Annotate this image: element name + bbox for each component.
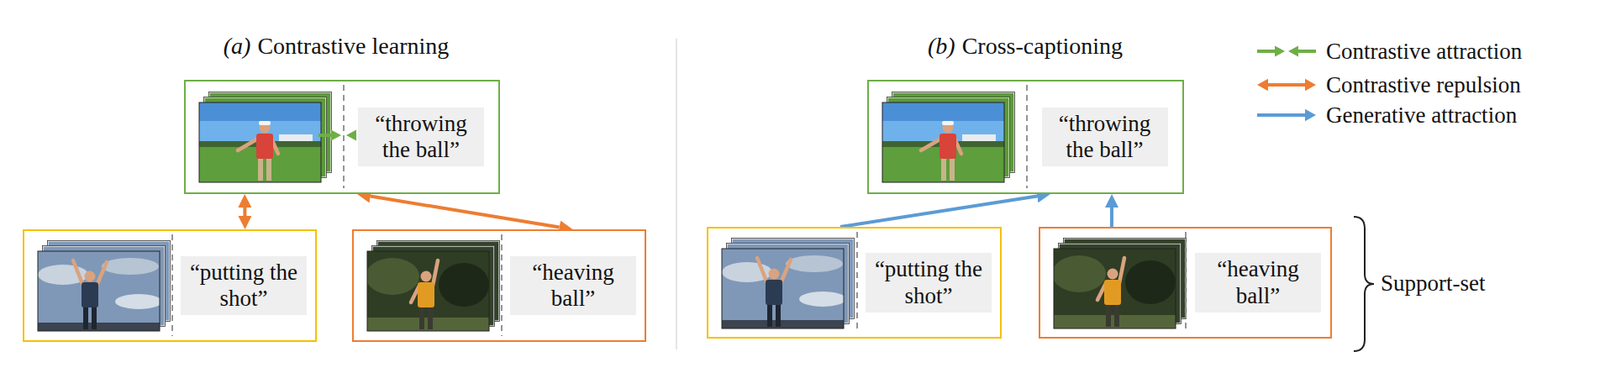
caption-area: “throwing the ball” (343, 81, 499, 193)
legend-text: Contrastive repulsion (1326, 71, 1522, 99)
caption-text: “putting the shot” (865, 252, 992, 312)
divider-line (1026, 84, 1028, 189)
caption-area: “throwing the ball” (1026, 81, 1183, 193)
contrastive-repulsion-arrow (242, 207, 247, 216)
legend-sample (1255, 75, 1318, 95)
divider-line (171, 234, 174, 337)
generative-attraction-arrow (840, 195, 1037, 227)
caption-area: “putting the shot” (857, 228, 1000, 337)
generative-attraction-arrow (1110, 207, 1114, 227)
video-caption-pair: “putting the shot” (22, 229, 317, 343)
video-frames (1052, 238, 1187, 330)
panel-title: (a)Contrastive learning (117, 31, 555, 61)
legend-text: Contrastive attraction (1326, 37, 1522, 65)
arrow-head (1305, 109, 1316, 122)
group-label: Support-set (1380, 269, 1486, 297)
video-caption-pair: “putting the shot” (706, 226, 1002, 339)
video-frames (365, 241, 500, 332)
caption-area: “putting the shot” (172, 231, 316, 341)
caption-area: “heaving ball” (501, 231, 645, 341)
panel-name: Cross-captioning (962, 32, 1123, 59)
contrastive-repulsion-arrow (370, 196, 560, 228)
divider-line (1184, 231, 1187, 333)
arrow-head (331, 129, 342, 141)
panel-letter: (b) (927, 32, 956, 59)
video-caption-pair: “throwing the ball” (867, 79, 1185, 195)
video-frames (721, 238, 855, 330)
video-caption-pair: “throwing the ball” (184, 79, 500, 195)
panel-separator (675, 38, 678, 350)
support-set-brace (1353, 216, 1374, 352)
caption-text: “heaving ball” (1194, 252, 1322, 312)
legend-row: Contrastive repulsion (1255, 70, 1522, 100)
caption-area: “heaving ball” (1185, 228, 1331, 337)
arrow-head (1257, 78, 1269, 91)
caption-text: “putting the shot” (180, 256, 307, 316)
divider-line (856, 231, 858, 333)
panel-title: (b)Cross-captioning (806, 31, 1244, 61)
panel-letter: (a) (223, 32, 252, 59)
video-caption-pair: “heaving ball” (352, 229, 647, 343)
legend-sample (1255, 105, 1318, 125)
video-caption-pair: “heaving ball” (1038, 226, 1332, 339)
caption-text: “heaving ball” (510, 256, 637, 316)
arrow-head (1305, 78, 1316, 91)
divider-line (342, 84, 345, 189)
arrow-head (1288, 45, 1299, 57)
attraction-arrow (318, 129, 357, 141)
legend-row: Generative attraction (1255, 100, 1517, 130)
arrow-head (1274, 45, 1285, 57)
panel-name: Contrastive learning (257, 32, 449, 59)
legend-text: Generative attraction (1326, 101, 1517, 129)
legend-row: Contrastive attraction (1255, 36, 1522, 66)
video-frames (882, 92, 1016, 184)
video-frames (37, 241, 171, 332)
legend-sample (1255, 42, 1318, 61)
arrow-head (346, 129, 357, 141)
video-frames (199, 92, 332, 184)
caption-text: “throwing the ball” (357, 107, 485, 167)
divider-line (500, 234, 503, 337)
caption-text: “throwing the ball” (1042, 107, 1169, 167)
